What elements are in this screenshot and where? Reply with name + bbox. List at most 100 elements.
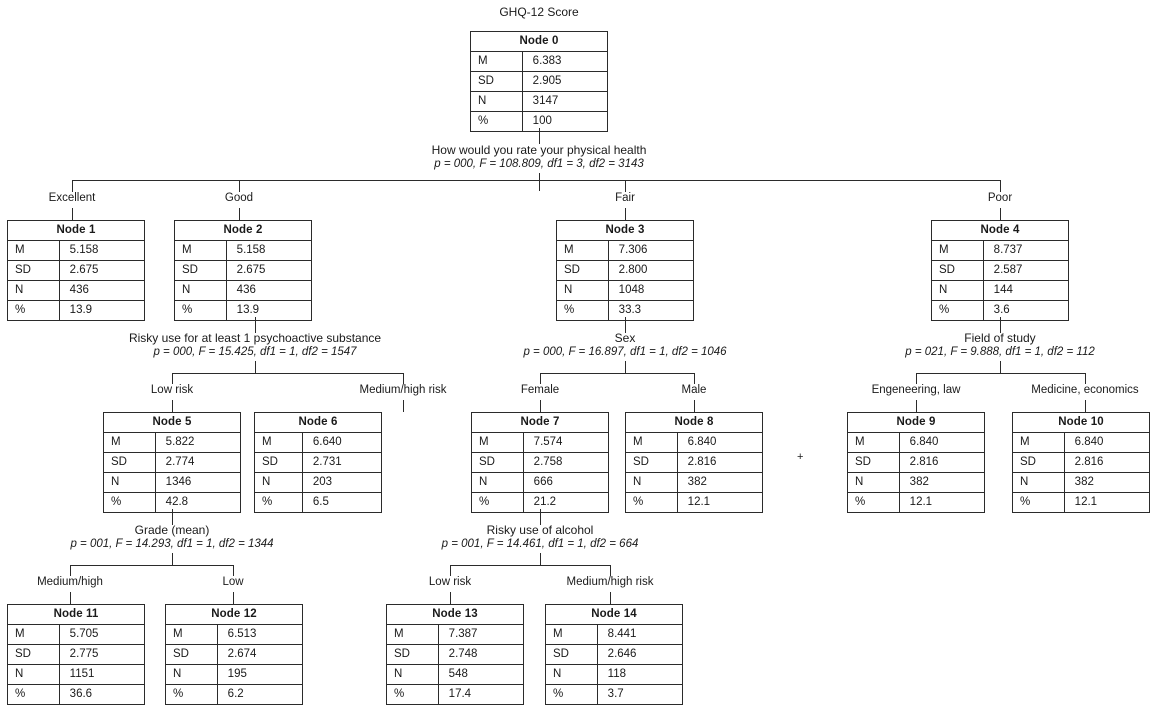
node-0-key-n: N [471, 92, 523, 111]
node-9[interactable]: Node 9 M 6.840 SD 2.816 N 382 % 12.1 [847, 412, 985, 513]
node-13-row-pct: % 17.4 [387, 684, 523, 704]
node-5-value-pct: 42.8 [165, 495, 189, 508]
node-7-key-sd: SD [472, 453, 524, 472]
node-6-value-n: 203 [312, 475, 333, 488]
node-6-value-sd: 2.731 [312, 455, 342, 468]
node-14-row-mean: M 8.441 [546, 624, 682, 644]
node-0-key-sd: SD [471, 72, 523, 91]
node-14-row-sd: SD 2.646 [546, 644, 682, 664]
edge-label-low: Low [222, 576, 244, 588]
connector-split0-down [539, 173, 540, 191]
node-1-value-sd: 2.675 [69, 263, 99, 276]
node-11[interactable]: Node 11 M 5.705 SD 2.775 N 1151 % 36.6 [7, 604, 145, 705]
node-6-header: Node 6 [298, 415, 338, 428]
node-6[interactable]: Node 6 M 6.640 SD 2.731 N 203 % 6.5 [254, 412, 382, 513]
node-3[interactable]: Node 3 M 7.306 SD 2.800 N 1048 % 33.3 [556, 220, 694, 321]
node-11-key-pct: % [8, 685, 60, 704]
node-1-key-n: N [8, 281, 60, 300]
node-0-value-sd: 2.905 [532, 74, 562, 87]
node-11-row-n: N 1151 [8, 664, 144, 684]
node-8-key-sd: SD [626, 453, 678, 472]
node-1[interactable]: Node 1 M 5.158 SD 2.675 N 436 % 13.9 [7, 220, 145, 321]
connector-edge-female-down [540, 400, 541, 412]
node-2[interactable]: Node 2 M 5.158 SD 2.675 N 436 % 13.9 [174, 220, 312, 321]
node-8-row-pct: % 12.1 [626, 492, 762, 512]
node-3-value-pct: 33.3 [618, 303, 642, 316]
node-4[interactable]: Node 4 M 8.737 SD 2.587 N 144 % 3.6 [931, 220, 1069, 321]
node-13-value-sd: 2.748 [448, 647, 478, 660]
node-2-value-pct: 13.9 [236, 303, 260, 316]
node-12[interactable]: Node 12 M 6.513 SD 2.674 N 195 % 6.2 [165, 604, 303, 705]
edge-label-good: Good [224, 192, 254, 204]
node-2-value-n: 436 [236, 283, 256, 296]
node-12-value-sd: 2.674 [227, 647, 257, 660]
split-1-stats: p = 000, F = 15.425, df1 = 1, df2 = 1547 [153, 346, 357, 358]
connector-node2-down [255, 317, 256, 333]
node-11-value-mean: 5.705 [69, 627, 99, 640]
node-2-key-pct: % [175, 301, 227, 320]
connector-node0-down [539, 128, 540, 144]
connector-split5-to-node13 [450, 565, 451, 576]
node-7-key-n: N [472, 473, 524, 492]
node-13-value-pct: 17.4 [448, 687, 472, 700]
node-10[interactable]: Node 10 M 6.840 SD 2.816 N 382 % 12.1 [1012, 412, 1150, 513]
node-11-key-sd: SD [8, 645, 60, 664]
node-14[interactable]: Node 14 M 8.441 SD 2.646 N 118 % 3.7 [545, 604, 683, 705]
edge-label-low-risk-2: Low risk [428, 576, 472, 588]
connector-split1-down [255, 361, 256, 374]
node-7-value-pct: 21.2 [533, 495, 557, 508]
node-12-row-sd: SD 2.674 [166, 644, 302, 664]
connector-split3-bus [916, 373, 1085, 374]
node-2-value-sd: 2.675 [236, 263, 266, 276]
node-6-row-mean: M 6.640 [255, 432, 381, 452]
node-9-key-sd: SD [848, 453, 900, 472]
node-13-row-mean: M 7.387 [387, 624, 523, 644]
node-8[interactable]: Node 8 M 6.840 SD 2.816 N 382 % 12.1 [625, 412, 763, 513]
connector-edge-medicine-economics-down [1085, 400, 1086, 412]
edge-label-medium-high-risk-1: Medium/high risk [359, 384, 447, 396]
node-7[interactable]: Node 7 M 7.574 SD 2.758 N 666 % 21.2 [471, 412, 609, 513]
node-8-value-pct: 12.1 [687, 495, 711, 508]
node-11-value-pct: 36.6 [69, 687, 93, 700]
node-5-value-sd: 2.774 [165, 455, 195, 468]
split-4-variable: Grade (mean) [134, 523, 210, 537]
node-5-row-n: N 1346 [104, 472, 240, 492]
node-2-header: Node 2 [223, 223, 263, 236]
connector-split0-bus [72, 180, 1001, 181]
connector-split0-to-node3 [625, 180, 626, 192]
node-10-value-pct: 12.1 [1074, 495, 1098, 508]
node-7-value-mean: 7.574 [533, 435, 563, 448]
node-6-key-mean: M [255, 433, 303, 452]
node-1-row-n: N 436 [8, 280, 144, 300]
node-8-header: Node 8 [674, 415, 714, 428]
node-6-value-pct: 6.5 [312, 495, 329, 508]
node-12-key-mean: M [166, 625, 218, 644]
node-13-header: Node 13 [432, 607, 478, 620]
edge-label-engineering-law: Engeneering, law [871, 384, 961, 396]
node-11-value-n: 1151 [69, 667, 95, 680]
node-1-value-pct: 13.9 [69, 303, 93, 316]
node-0[interactable]: Node 0 M 6.383 SD 2.905 N 3147 % 100 [470, 31, 608, 132]
node-7-value-sd: 2.758 [533, 455, 563, 468]
node-13[interactable]: Node 13 M 7.387 SD 2.748 N 548 % 17.4 [386, 604, 524, 705]
node-12-row-mean: M 6.513 [166, 624, 302, 644]
split-2-variable: Sex [614, 331, 636, 345]
connector-edge-low-down [233, 592, 234, 604]
node-8-value-n: 382 [687, 475, 707, 488]
connector-edge-fair-down [625, 208, 626, 220]
node-0-key-pct: % [471, 112, 523, 131]
connector-node7-down [540, 509, 541, 525]
node-0-row-sd: SD 2.905 [471, 71, 607, 91]
node-14-key-sd: SD [546, 645, 598, 664]
node-10-key-pct: % [1013, 493, 1065, 512]
connector-split0-to-node4 [1000, 180, 1001, 192]
node-6-key-pct: % [255, 493, 303, 512]
node-7-row-sd: SD 2.758 [472, 452, 608, 472]
edge-label-fair: Fair [615, 192, 635, 204]
edge-label-medicine-economics: Medicine, economics [1031, 384, 1139, 396]
connector-split1-to-node5 [172, 373, 173, 384]
split-5-variable: Risky use of alcohol [486, 523, 594, 537]
node-5[interactable]: Node 5 M 5.822 SD 2.774 N 1346 % 42.8 [103, 412, 241, 513]
node-7-value-n: 666 [533, 475, 553, 488]
